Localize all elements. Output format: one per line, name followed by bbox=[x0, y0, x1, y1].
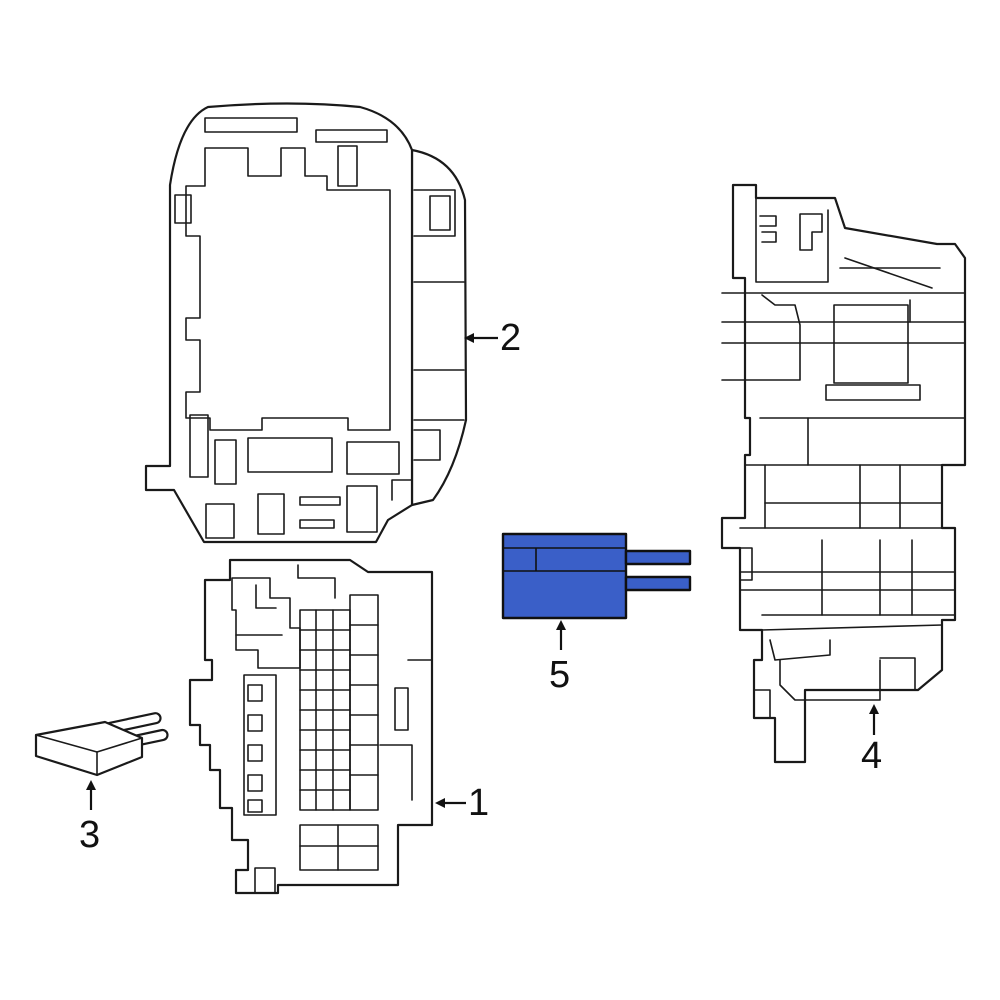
callout-label-4: 4 bbox=[861, 735, 882, 777]
callout-5: 5 bbox=[549, 620, 570, 696]
callout-label-3: 3 bbox=[79, 814, 100, 856]
relay-body bbox=[501, 532, 628, 620]
part-5-relay[interactable] bbox=[501, 532, 692, 620]
fuse-grid bbox=[299, 594, 379, 811]
callout-2: 2 bbox=[464, 317, 521, 359]
callout-label-5: 5 bbox=[549, 654, 570, 696]
part-1-fuse-block[interactable] bbox=[188, 558, 434, 895]
callout-3: 3 bbox=[79, 780, 100, 856]
part-3-mini-fuse[interactable] bbox=[34, 712, 169, 777]
callout-4: 4 bbox=[861, 704, 882, 777]
relay-terminal-lower bbox=[624, 575, 692, 592]
relay-terminal-upper bbox=[624, 549, 692, 566]
callout-1: 1 bbox=[435, 782, 489, 824]
callout-label-2: 2 bbox=[500, 317, 521, 359]
callout-label-1: 1 bbox=[468, 782, 489, 824]
part-4-junction-block[interactable] bbox=[720, 183, 967, 764]
part-2-fuse-box-cover[interactable] bbox=[144, 102, 468, 544]
